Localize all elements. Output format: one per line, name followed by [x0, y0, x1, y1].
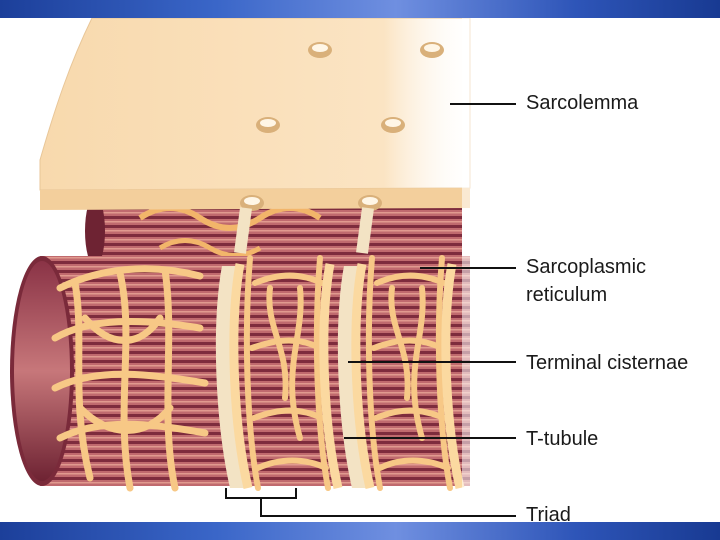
diagram-slide: Sarcolemma Sarcoplasmic reticulum Termin… [0, 18, 720, 522]
slide-bottom-band [0, 522, 720, 540]
sarcolemma-label: Sarcolemma [526, 92, 638, 114]
triad-leader-line [261, 498, 516, 516]
triad-bracket [226, 488, 296, 498]
sarcoplasmic-reticulum-label-line2: reticulum [526, 284, 607, 306]
t-tubule-label: T-tubule [526, 428, 598, 450]
slide-top-band [0, 0, 720, 18]
terminal-cisternae-label: Terminal cisternae [526, 352, 688, 374]
sarcolemma-sheet [40, 18, 470, 211]
sarcoplasmic-reticulum-label-line1: Sarcoplasmic [526, 256, 646, 278]
